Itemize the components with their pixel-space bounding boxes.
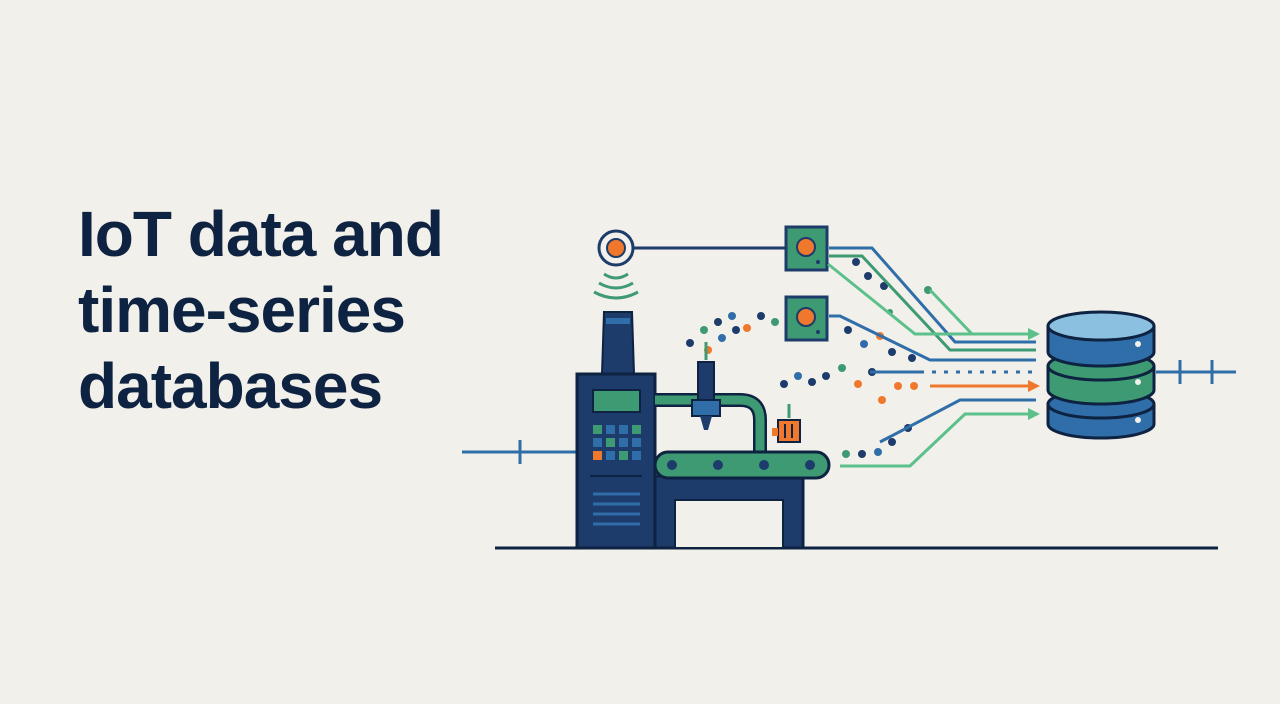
keypad: [593, 425, 641, 460]
page-title: IoT data and time-series databases: [78, 196, 548, 424]
robotic-arm-icon: [655, 342, 767, 452]
factory-machine-icon: [575, 311, 657, 550]
data-flow-lines: [827, 246, 1036, 468]
title-line-1: IoT data and: [78, 198, 444, 270]
output-wire: [1156, 360, 1236, 384]
sensor-box-icon: [784, 295, 829, 342]
input-wire: [462, 440, 578, 464]
database-icon: [1046, 310, 1156, 440]
title-line-2: time-series: [78, 274, 406, 346]
data-dots-arc: [686, 312, 779, 354]
conveyor-belt-icon: [653, 450, 831, 550]
title-line-3: databases: [78, 350, 383, 422]
arrow-heads: [1028, 328, 1040, 420]
wireless-sensor-icon: [593, 229, 786, 300]
data-dots-stream: [780, 258, 932, 458]
package-icon: [772, 404, 801, 443]
sensor-box-icon: [784, 225, 829, 272]
